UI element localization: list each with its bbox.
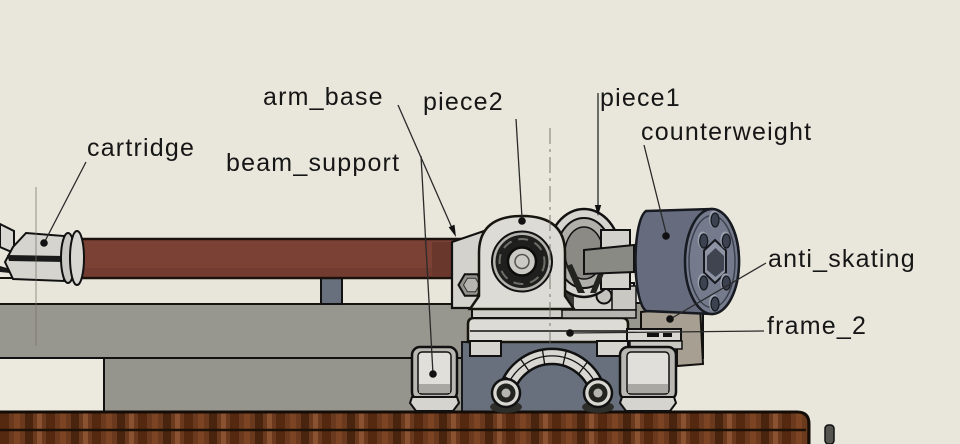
label-frame-2: frame_2 [767,312,868,340]
label-anti-skating: anti_skating [768,245,916,273]
leader-lines [40,93,767,378]
foot-right-flare [618,396,678,412]
label-beam-support: beam_support [226,149,401,177]
yoke-left [566,264,585,293]
beam-clamp-block [320,277,343,305]
bearing-highlight-ring [498,238,546,285]
label-cartridge: cartridge [87,134,196,162]
leader-beam-support [420,155,434,375]
wood-table-top [0,410,811,444]
anti-skating-slot-2 [663,333,672,337]
frame-top-block [466,316,630,344]
leader-anti-skating [671,262,767,319]
wood-table[interactable] [0,410,811,444]
foot-left-flare [408,396,461,412]
plinth-gray-block [103,357,471,414]
leader-dot-frame-2 [566,329,574,337]
foot-right-face [626,351,670,395]
beam-support-foot-left[interactable] [408,345,461,412]
arm-rear-stub[interactable] [583,243,635,276]
counterweight-part[interactable] [634,207,741,316]
label-arm-base: arm_base [263,83,384,111]
tonearm-tube[interactable] [72,237,466,280]
arm-base-hex-face [462,277,481,293]
hex-socket-depth [707,248,724,277]
frame-left-shoulder [469,340,502,357]
leader-dot-anti-skating [666,315,674,323]
leader-counterweight [643,144,667,234]
bearing-center-ring [514,253,530,270]
label-piece2: piece2 [423,88,504,116]
frame-arch-midline [504,355,600,393]
yoke-right [590,269,605,293]
frame-bearing-left-center [501,388,511,398]
frame-bearing-right-center [593,388,603,398]
support-foot-right[interactable] [618,345,678,412]
piece2-bearing-housing[interactable] [467,214,577,311]
label-counterweight: counterweight [641,118,813,146]
bearing-center [506,246,538,277]
leader-piece2 [515,118,523,219]
leader-dot-piece2 [518,217,526,225]
leader-arrow-piece1 [594,205,602,216]
leader-dot-beam-support [429,370,437,378]
label-piece1: piece1 [600,84,681,112]
arm-tube-shade [77,268,461,276]
side-plate-lip [561,309,637,319]
foot-right-shade [628,384,668,393]
leader-dot-counterweight [662,232,670,240]
plinth-white-block [0,357,107,414]
anti-skating-slot-1 [647,333,659,337]
cartridge-part[interactable] [0,222,85,286]
counterweight-bolt-holes [697,210,731,312]
leader-cartridge [43,161,87,244]
leader-arm-base [397,104,453,229]
leader-arrow-arm-base [448,224,456,237]
leader-frame-2 [571,330,765,334]
leader-dot-cartridge [40,239,48,247]
stylus [0,266,10,273]
tube-collar-outer [69,230,85,286]
foot-left-shade [419,384,450,393]
small-pin[interactable] [824,424,835,444]
